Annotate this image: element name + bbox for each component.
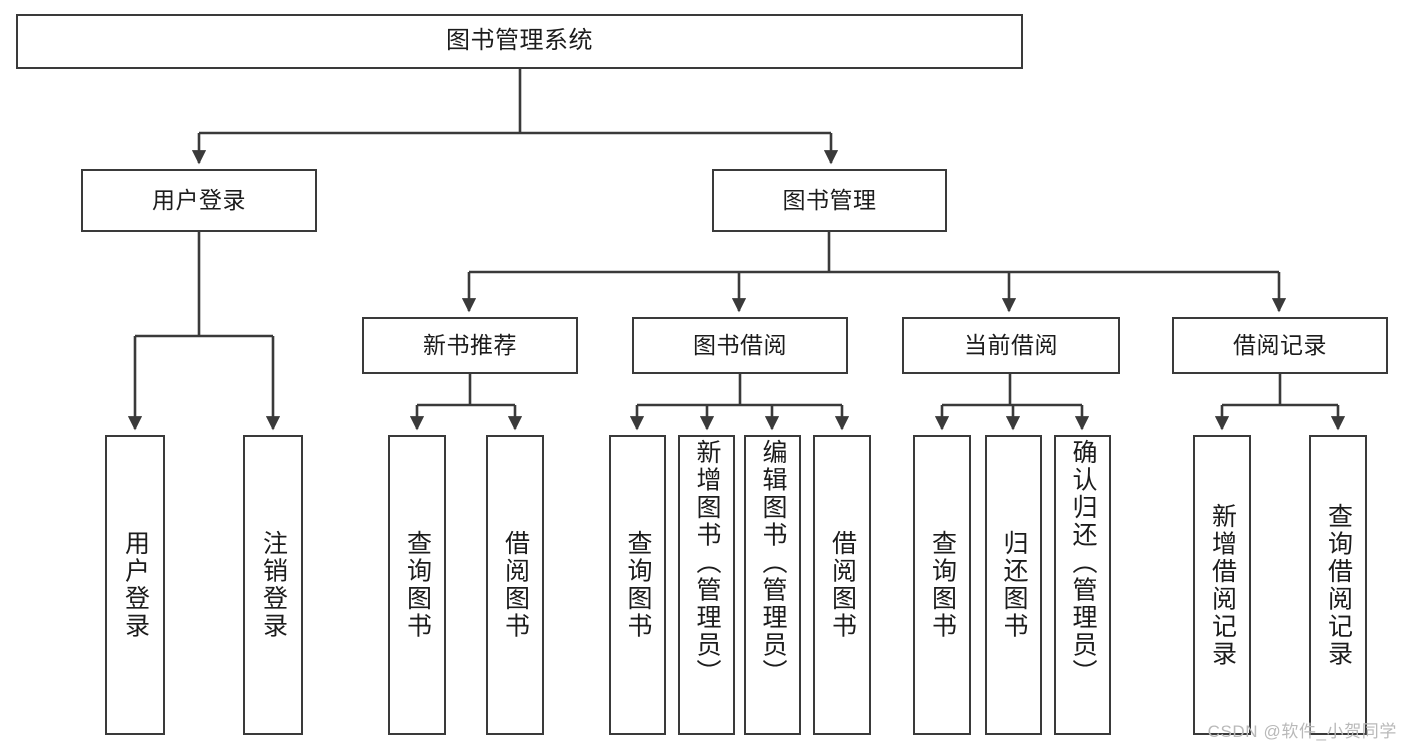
node-leaf-borrow-book[interactable]: 借阅图书 bbox=[813, 435, 871, 735]
node-leaf-query-book-rec-label: 查询图书 bbox=[403, 530, 432, 640]
node-leaf-borrow-book-rec-label: 借阅图书 bbox=[501, 530, 530, 640]
node-leaf-query-record-label: 查询借阅记录 bbox=[1324, 502, 1353, 668]
node-leaf-add-book-label: 新增图书（管理员） bbox=[693, 439, 721, 687]
node-leaf-user-logout-label: 注销登录 bbox=[259, 530, 288, 640]
node-leaf-edit-book-label: 编辑图书（管理员） bbox=[759, 439, 787, 687]
node-current-borrow[interactable]: 当前借阅 bbox=[902, 317, 1120, 374]
node-leaf-user-login-label: 用户登录 bbox=[121, 530, 150, 640]
node-leaf-confirm-return-label: 确认归还（管理员） bbox=[1069, 439, 1097, 687]
node-user-login-label: 用户登录 bbox=[152, 186, 246, 213]
node-leaf-query-book-cur-label: 查询图书 bbox=[928, 530, 957, 640]
node-book-manage-label: 图书管理 bbox=[782, 186, 877, 213]
node-user-login[interactable]: 用户登录 bbox=[81, 169, 317, 232]
node-leaf-query-book-cur[interactable]: 查询图书 bbox=[913, 435, 971, 735]
node-leaf-add-book[interactable]: 新增图书（管理员） bbox=[678, 435, 735, 735]
node-leaf-borrow-book-label: 借阅图书 bbox=[828, 530, 857, 640]
node-book-borrow-label: 图书借阅 bbox=[693, 331, 787, 358]
node-leaf-borrow-book-rec[interactable]: 借阅图书 bbox=[486, 435, 544, 735]
node-leaf-query-book-borrow-label: 查询图书 bbox=[624, 530, 652, 640]
node-current-borrow-label: 当前借阅 bbox=[964, 331, 1058, 358]
node-leaf-query-record[interactable]: 查询借阅记录 bbox=[1309, 435, 1367, 735]
watermark-text: CSDN @软件_小贺同学 bbox=[1207, 722, 1397, 741]
node-leaf-query-book-borrow[interactable]: 查询图书 bbox=[609, 435, 666, 735]
node-book-manage[interactable]: 图书管理 bbox=[712, 169, 947, 232]
node-leaf-user-logout[interactable]: 注销登录 bbox=[243, 435, 303, 735]
node-leaf-confirm-return[interactable]: 确认归还（管理员） bbox=[1054, 435, 1111, 735]
node-leaf-add-record[interactable]: 新增借阅记录 bbox=[1193, 435, 1251, 735]
node-book-borrow[interactable]: 图书借阅 bbox=[632, 317, 848, 374]
node-leaf-return-book[interactable]: 归还图书 bbox=[985, 435, 1042, 735]
node-leaf-user-login[interactable]: 用户登录 bbox=[105, 435, 165, 735]
node-new-book-rec-label: 新书推荐 bbox=[423, 331, 517, 358]
node-root-system[interactable]: 图书管理系统 bbox=[16, 14, 1023, 69]
node-borrow-record[interactable]: 借阅记录 bbox=[1172, 317, 1388, 374]
node-borrow-record-label: 借阅记录 bbox=[1233, 331, 1327, 358]
node-root-label: 图书管理系统 bbox=[446, 27, 593, 55]
node-leaf-return-book-label: 归还图书 bbox=[1000, 530, 1028, 640]
node-leaf-add-record-label: 新增借阅记录 bbox=[1208, 502, 1237, 668]
node-leaf-query-book-rec[interactable]: 查询图书 bbox=[388, 435, 446, 735]
node-new-book-rec[interactable]: 新书推荐 bbox=[362, 317, 578, 374]
node-leaf-edit-book[interactable]: 编辑图书（管理员） bbox=[744, 435, 801, 735]
